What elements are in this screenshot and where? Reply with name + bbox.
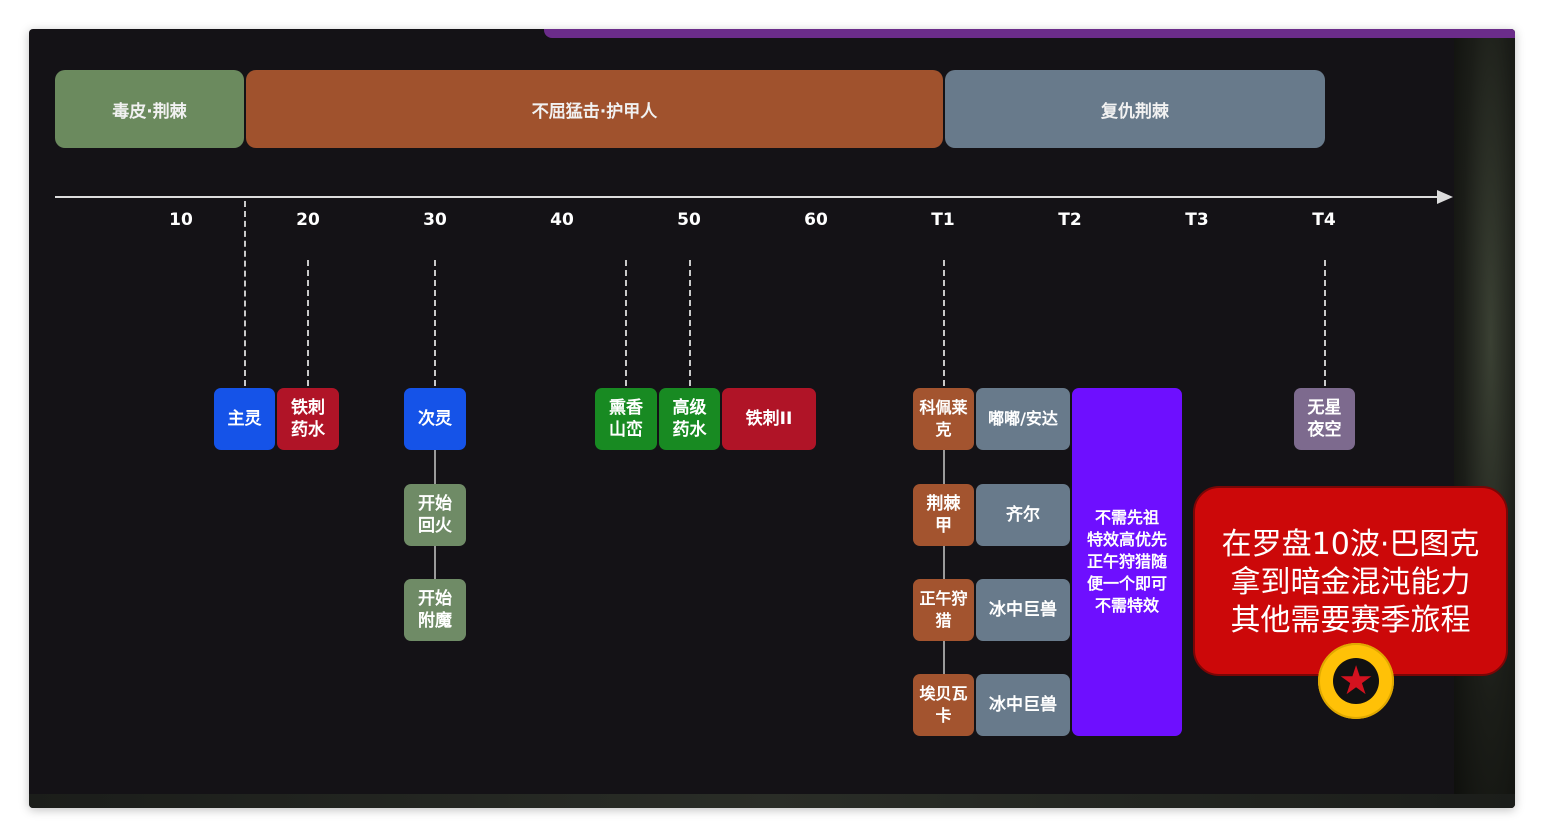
dashed-connector [434, 260, 436, 386]
chain-connector [943, 546, 945, 580]
chain-connector [434, 546, 436, 580]
phase-label: 复仇荆棘 [1101, 101, 1169, 122]
note-no-ancestor: 不需先祖 特效高优先 正午狩猎随 便一个即可 不需特效 [1072, 388, 1182, 736]
phase-bar-dupi: 毒皮·荆棘 [55, 70, 244, 148]
node-jingji-jia: 荆棘 甲 [913, 484, 974, 546]
node-aibeiwaka: 埃贝瓦 卡 [913, 674, 974, 736]
node-bingzhong-jushou-2: 冰中巨兽 [976, 674, 1070, 736]
phase-label: 不屈猛击·护甲人 [531, 101, 658, 122]
tick-label: 40 [550, 210, 574, 230]
node-wuxing-yekong: 无星 夜空 [1294, 388, 1355, 450]
chain-connector [434, 450, 436, 486]
node-xunxiang: 熏香 山峦 [595, 388, 657, 450]
node-gaoji-potion: 高级 药水 [659, 388, 720, 450]
tick-label: T1 [931, 210, 955, 230]
phase-bar-buqu: 不屈猛击·护甲人 [246, 70, 943, 148]
tick-label: T2 [1058, 210, 1082, 230]
dashed-connector [689, 260, 691, 386]
node-zhengwu-shoulie: 正午狩 猎 [913, 579, 974, 641]
dashed-connector [625, 260, 627, 386]
node-tieci-potion: 铁刺 药水 [277, 388, 339, 450]
phase-bar-fuchou: 复仇荆棘 [945, 70, 1325, 148]
phase-label: 毒皮·荆棘 [112, 101, 187, 122]
node-qier: 齐尔 [976, 484, 1070, 546]
chain-connector [943, 640, 945, 674]
dashed-connector [1324, 260, 1326, 386]
node-dudu-anda: 嘟嘟/安达 [976, 388, 1070, 450]
tick-label: 30 [423, 210, 447, 230]
tick-label: T4 [1312, 210, 1336, 230]
tick-label: T3 [1185, 210, 1209, 230]
dashed-connector [244, 201, 246, 386]
star-icon: ★ [1333, 658, 1379, 704]
tick-label: 10 [169, 210, 193, 230]
tick-label: 20 [296, 210, 320, 230]
dashed-connector [943, 260, 945, 386]
top-accent-bar [544, 29, 1515, 38]
chain-connector [943, 450, 945, 486]
node-kaishi-huihuo: 开始 回火 [404, 484, 466, 546]
star-badge: ★ [1318, 643, 1394, 719]
background-edge-right [1454, 29, 1515, 808]
background-edge-bottom [29, 794, 1515, 808]
timeline-canvas: 毒皮·荆棘 不屈猛击·护甲人 复仇荆棘 10 20 30 40 50 60 T1… [29, 29, 1515, 808]
tick-label: 60 [804, 210, 828, 230]
arrow-right-icon [1437, 190, 1453, 204]
dashed-connector [307, 260, 309, 386]
node-ciling: 次灵 [404, 388, 466, 450]
timeline-axis [55, 190, 1453, 204]
node-bingzhong-jushou-1: 冰中巨兽 [976, 579, 1070, 641]
node-tieci-2: 铁刺II [722, 388, 816, 450]
tick-label: 50 [677, 210, 701, 230]
node-zhuling: 主灵 [214, 388, 275, 450]
node-kepeilaike: 科佩莱 克 [913, 388, 974, 450]
node-kaishi-fumo: 开始 附魔 [404, 579, 466, 641]
diagram-frame: 毒皮·荆棘 不屈猛击·护甲人 复仇荆棘 10 20 30 40 50 60 T1… [29, 29, 1515, 808]
